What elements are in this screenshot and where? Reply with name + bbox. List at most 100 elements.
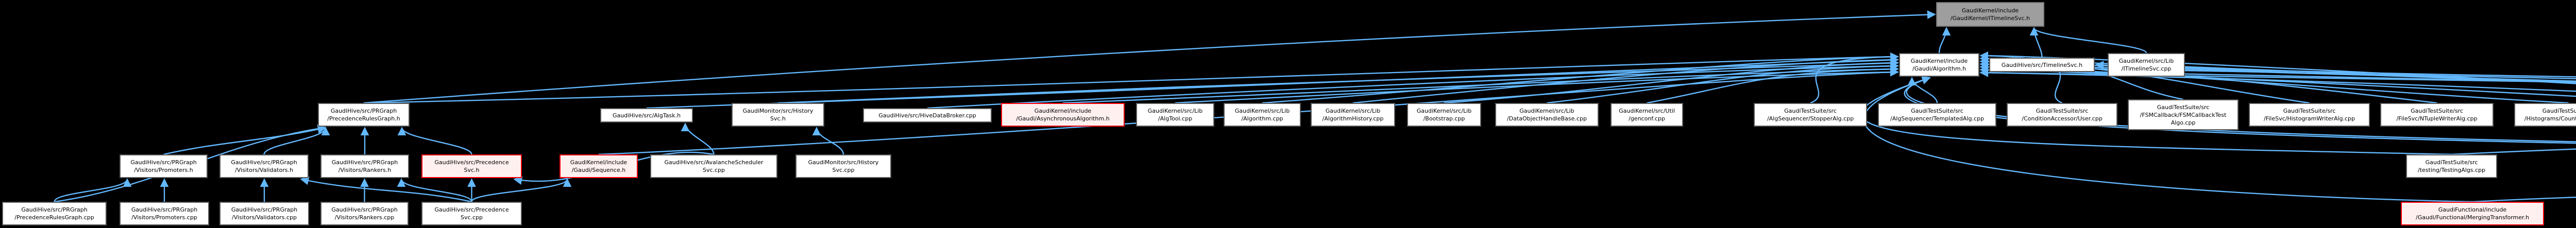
graph-node-label: GaudiHive/src/PRGraph <box>131 206 198 213</box>
graph-edge <box>2029 27 2147 54</box>
graph-node-label: GaudiKernel/include <box>1910 58 1968 64</box>
graph-node-label: GaudiHive/src/PRGraph <box>331 206 398 213</box>
graph-node-label: /AlgTool.cpp <box>1158 115 1193 122</box>
graph-node-mergingtransformer[interactable]: GaudiFunctional/include/Gaudi/Functional… <box>2401 202 2544 225</box>
graph-node-prg_h[interactable]: GaudiHive/src/PRGraph/PrecedenceRulesGra… <box>318 103 410 127</box>
graph-node-label: Svc.cpp <box>702 167 725 173</box>
graph-node-templatedalg[interactable]: GaudiTestSuite/src/AlgSequencer/Template… <box>1878 103 1996 127</box>
graph-node-label: GaudiKernel/src/Util <box>1619 108 1675 114</box>
graph-node-label: /FSMCallback/FSMCallbackTest <box>2140 111 2227 118</box>
graph-node-algorithm_cpp[interactable]: GaudiKernel/src/Lib/Algorithm.cpp <box>1224 103 1301 127</box>
graph-node-dohb_cpp[interactable]: GaudiKernel/src/Lib/DataObjectHandleBase… <box>1495 103 1599 127</box>
graph-node-label: GaudiKernel/src/Lib <box>1234 108 1290 114</box>
graph-node-alg[interactable]: GaudiKernel/include/Gaudi/Algorithm.h <box>1899 53 1979 77</box>
graph-node-label: /FileSvc/HistogramWriterAlg.cpp <box>2263 115 2355 122</box>
graph-node-stopperalg[interactable]: GaudiTestSuite/src/AlgSequencer/StopperA… <box>1754 103 1867 127</box>
graph-node-promoters_cpp[interactable]: GaudiHive/src/PRGraph/Visitors/Promoters… <box>120 202 209 225</box>
graph-edge <box>397 127 472 155</box>
graph-node-label: /Visitors/Promoters.h <box>134 167 193 173</box>
graph-node-label: GaudiKernel/include <box>570 159 628 166</box>
graph-edge <box>163 125 327 155</box>
graph-node-label: /Visitors/Validators.h <box>235 167 293 173</box>
graph-node-label: /Gaudi/AsynchronousAlgorithm.h <box>1016 115 1110 122</box>
graph-node-algtool_cpp[interactable]: GaudiKernel/src/Lib/AlgTool.cpp <box>1136 103 1214 127</box>
graph-node-label: GaudiHive/src/TimelineSvc.h <box>2001 61 2083 68</box>
graph-edge <box>2451 148 2576 155</box>
graph-node-fsmcallback[interactable]: GaudiTestSuite/src/FSMCallback/FSMCallba… <box>2128 99 2239 130</box>
graph-node-label: GaudiTestSuite/src <box>1911 108 1963 114</box>
graph-node-label: GaudiMonitor/src/History <box>808 159 879 166</box>
graph-edge <box>681 122 715 155</box>
graph-node-bootstrap_cpp[interactable]: GaudiKernel/src/Lib/Bootstrap.cpp <box>1407 103 1481 127</box>
graph-node-rankers_h[interactable]: GaudiHive/src/PRGraph/Visitors/Rankers.h <box>320 154 409 178</box>
graph-node-label: GaudiHive/src/PRGraph <box>331 159 398 166</box>
graph-node-alghistory_cpp[interactable]: GaudiKernel/src/Lib/AlgorithmHistory.cpp <box>1311 103 1395 127</box>
graph-node-label: /Algorithm.cpp <box>1241 115 1283 122</box>
graph-node-user_cpp[interactable]: GaudiTestSuite/src/ConditionAccessor/Use… <box>2007 103 2117 127</box>
graph-node-label: /PrecedenceRulesGraph.cpp <box>14 214 94 221</box>
graph-node-label: GaudiKernel/include <box>1961 7 2019 14</box>
graph-edge <box>1979 68 2576 83</box>
graph-node-ntuplewriteralg[interactable]: GaudiTestSuite/src/FileSvc/NTupleWriterA… <box>2380 103 2494 127</box>
graph-node-validators_cpp[interactable]: GaudiHive/src/PRGraph/Visitors/Validator… <box>219 202 309 225</box>
graph-node-timelinesvc_h[interactable]: GaudiHive/src/TimelineSvc.h <box>1989 58 2095 72</box>
graph-edge <box>1647 64 1899 104</box>
graph-node-hivedatabroker[interactable]: GaudiHive/src/HiveDataBroker.cpp <box>863 108 992 122</box>
graph-node-rankers_cpp[interactable]: GaudiHive/src/PRGraph/Visitors/Rankers.c… <box>320 202 409 225</box>
graph-node-asyncalg[interactable]: GaudiKernel/include/Gaudi/AsynchronousAl… <box>1001 103 1125 127</box>
graph-node-validators_h[interactable]: GaudiHive/src/PRGraph/Visitors/Validator… <box>219 154 309 178</box>
graph-node-label: Svc.cpp <box>832 167 855 173</box>
graph-node-label: GaudiTestSuite/src <box>1784 108 1837 114</box>
graph-edge <box>1352 55 1899 104</box>
graph-node-counterhistos[interactable]: GaudiTestSuite/src/Histograms/CounterHis… <box>2514 103 2576 127</box>
graph-node-label: /Visitors/Promoters.cpp <box>131 214 197 221</box>
graph-edge <box>927 61 1899 109</box>
graph-node-prg_cpp[interactable]: GaudiHive/src/PRGraph/PrecedenceRulesGra… <box>2 202 107 225</box>
graph-node-testingalgs[interactable]: GaudiTestSuite/src/testing/TestingAlgs.c… <box>2406 154 2497 178</box>
graph-node-root: GaudiKernel/include/GaudiKernel/ITimelin… <box>1936 2 2044 27</box>
graph-node-label: /Gaudi/Sequence.h <box>571 167 626 173</box>
graph-node-label: /ConditionAccessor/User.cpp <box>2022 115 2103 122</box>
graph-node-label: /Gaudi/Algorithm.h <box>1912 65 1967 72</box>
graph-node-label: /Gaudi/Functional/MergingTransformer.h <box>2415 214 2530 221</box>
graph-node-genconf[interactable]: GaudiKernel/src/Util/genconf.cpp <box>1611 103 1683 127</box>
graph-edge <box>1444 58 1899 104</box>
graph-node-label: /testing/TestingAlgs.cpp <box>2417 167 2486 173</box>
graph-edge <box>1547 61 1899 104</box>
graph-node-label: GaudiHive/src/AvalancheScheduler <box>664 159 764 166</box>
graph-edge <box>471 178 572 202</box>
graph-edge <box>54 178 132 202</box>
graph-node-label: /DataObjectHandleBase.cpp <box>1507 115 1587 122</box>
graph-node-histwriteralg[interactable]: GaudiTestSuite/src/FileSvc/HistogramWrit… <box>2249 103 2370 127</box>
graph-node-label: /Visitors/Rankers.h <box>338 167 392 173</box>
graph-node-label: /Visitors/Rankers.cpp <box>334 214 395 221</box>
graph-edge <box>363 10 1936 104</box>
graph-node-itimelinesvc_cpp[interactable]: GaudiKernel/src/Lib/ITimelineSvc.cpp <box>2108 53 2185 77</box>
graph-node-algtask[interactable]: GaudiHive/src/AlgTask.h <box>600 108 693 122</box>
graph-node-label: GaudiHive/src/PRGraph <box>231 159 297 166</box>
graph-node-label: GaudiHive/src/AlgTask.h <box>612 112 681 119</box>
graph-node-promoters_h[interactable]: GaudiHive/src/PRGraph/Visitors/Promoters… <box>120 154 208 178</box>
graph-node-sequence_h[interactable]: GaudiKernel/include/Gaudi/Sequence.h <box>560 154 638 178</box>
graph-node-label: /genconf.cpp <box>1629 115 1665 122</box>
graph-node-label: Svc.cpp <box>460 214 483 221</box>
graph-node-label: GaudiTestSuite/src <box>2542 108 2576 114</box>
graph-node-label: Algo.cpp <box>2171 119 2196 126</box>
graph-node-label: /PrecedenceRulesGraph.h <box>327 115 400 122</box>
graph-node-label: /Histograms/CounterHistos.cpp <box>2524 115 2576 122</box>
graph-node-label: GaudiKernel/include <box>1034 108 1092 114</box>
graph-edge <box>1860 76 2452 155</box>
graph-edge <box>300 176 472 203</box>
graph-node-label: GaudiTestSuite/src <box>2283 108 2336 114</box>
graph-node-label: GaudiTestSuite/src <box>2425 159 2478 166</box>
graph-node-label: GaudiHive/src/PRGraph <box>330 108 397 114</box>
graph-edge <box>1938 27 1951 54</box>
graph-node-label: GaudiKernel/src/Lib <box>2119 58 2174 64</box>
graph-node-label: GaudiHive/src/PRGraph <box>231 206 298 213</box>
